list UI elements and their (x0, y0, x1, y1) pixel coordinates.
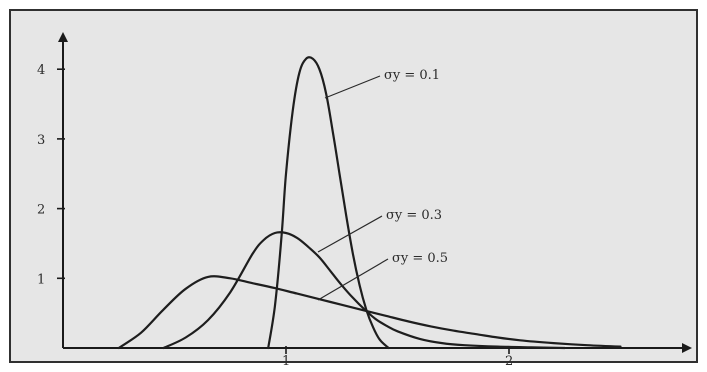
series-leader-3 (317, 258, 389, 301)
chart-panel (9, 9, 698, 363)
y-tick-label-3: 3 (37, 133, 45, 148)
series-label-2: σy = 0.3 (386, 208, 442, 223)
x-tick-label-1: 1 (282, 354, 290, 369)
series-line-1 (267, 56, 390, 350)
series-curves (117, 56, 622, 350)
series-label-3: σy = 0.5 (392, 251, 448, 266)
series-annotations: σy = 0.1 σy = 0.3 σy = 0.5 (317, 68, 448, 301)
y-tick-label-4: 4 (37, 63, 45, 78)
y-tick-label-1: 1 (37, 272, 45, 287)
series-leader-2 (317, 215, 383, 253)
series-line-2 (162, 231, 566, 350)
axis-ticks: 1 2 3 4 1 2 (37, 63, 513, 369)
x-tick-label-2: 2 (505, 354, 513, 369)
y-tick-label-2: 2 (37, 203, 45, 218)
series-label-1: σy = 0.1 (384, 68, 440, 83)
series-line-3 (117, 275, 622, 350)
series-leader-1 (324, 75, 381, 99)
